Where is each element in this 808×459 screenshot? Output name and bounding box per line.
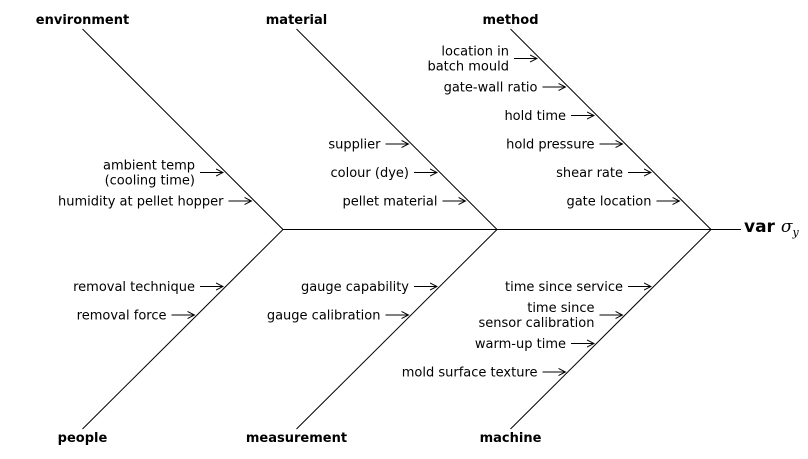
effect-label-text: var [744, 217, 776, 237]
cause-label: humidity at pellet hopper [58, 195, 224, 210]
effect-symbol: σ [781, 217, 793, 237]
bones-group: environment ambient temp(cooling time) hum… [36, 13, 712, 446]
cause-label: shear rate [556, 166, 623, 181]
cause-label: supplier [328, 138, 381, 153]
bone-environment [82, 28, 284, 230]
cause-label-line: gauge calibration [267, 309, 381, 324]
cause-label-line: supplier [328, 138, 381, 153]
cause-label: warm-up time [475, 337, 566, 352]
cause-label-line: mold surface texture [402, 366, 538, 381]
cause-label-line: batch mould [427, 60, 509, 75]
category-label-people: people [58, 431, 108, 446]
bone-measurement [296, 229, 498, 430]
cause-label-line: gate-wall ratio [444, 81, 538, 96]
cause-label-line: (cooling time) [105, 174, 195, 189]
effect-subscript: y [791, 226, 799, 239]
cause-label-line: gate location [566, 195, 651, 210]
cause-label-line: sensor calibration [478, 316, 594, 331]
cause-label: hold time [504, 109, 566, 124]
cause-label: gauge calibration [267, 309, 381, 324]
cause-label: removal force [77, 309, 167, 324]
cause-label-line: hold time [504, 109, 566, 124]
cause-label: pellet material [343, 195, 438, 210]
cause-label: ambient temp(cooling time) [103, 159, 195, 189]
cause-label-line: removal technique [73, 280, 195, 295]
cause-label-line: gauge capability [301, 280, 409, 295]
bone-people [82, 229, 284, 430]
cause-label: gauge capability [301, 280, 409, 295]
cause-label-line: time since [527, 301, 594, 316]
bone-material [296, 28, 498, 230]
cause-label: time since service [505, 280, 623, 295]
cause-label: removal technique [73, 280, 195, 295]
category-label-environment: environment [36, 13, 129, 28]
cause-label: hold pressure [506, 138, 594, 153]
category-label-method: method [482, 13, 538, 28]
cause-label-line: removal force [77, 309, 167, 324]
cause-label-line: warm-up time [475, 337, 566, 352]
cause-label-line: pellet material [343, 195, 438, 210]
cause-label: mold surface texture [402, 366, 538, 381]
cause-label-line: time since service [505, 280, 623, 295]
cause-label: colour (dye) [331, 166, 409, 181]
cause-label: gate location [566, 195, 651, 210]
bone-machine [510, 229, 712, 430]
cause-label-line: ambient temp [103, 159, 195, 174]
cause-label: gate-wall ratio [444, 81, 538, 96]
effect-label: var σy [744, 217, 799, 239]
cause-label-line: hold pressure [506, 138, 594, 153]
category-label-measurement: measurement [246, 431, 347, 446]
cause-label-line: colour (dye) [331, 166, 409, 181]
bone-method [510, 28, 712, 230]
cause-label-line: shear rate [556, 166, 623, 181]
cause-label-line: humidity at pellet hopper [58, 195, 224, 210]
cause-label-line: location in [441, 45, 509, 60]
category-label-machine: machine [480, 431, 542, 446]
category-label-material: material [266, 13, 327, 28]
